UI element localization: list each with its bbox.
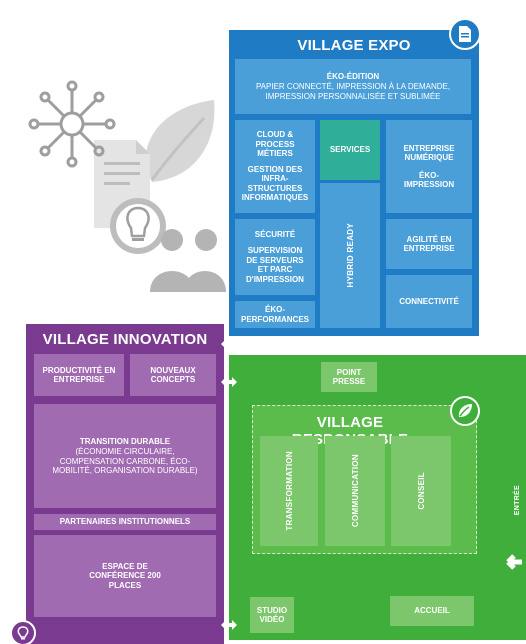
lightbulb-badge[interactable] (10, 620, 36, 644)
entree-label-wrap: ENTRÉE (510, 470, 524, 530)
agilite-box[interactable]: AGILITÉ EN ENTREPRISE (386, 219, 472, 269)
lightbulb-icon (17, 626, 29, 640)
entree-arrow-icon (506, 554, 522, 570)
eko-edition-title: ÉKO-ÉDITION (326, 71, 380, 81)
transformation-box[interactable]: TRANSFORMATION (260, 436, 318, 546)
eko-impression-label: ÉKO-IMPRESSION (403, 170, 455, 190)
communication-box[interactable]: COMMUNICATION (325, 436, 385, 546)
village-expo-title: VILLAGE EXPO (297, 37, 411, 54)
securite-label: SÉCURITÉ (254, 229, 296, 239)
cloud-label: CLOUD & PROCESS MÉTIERS (255, 130, 295, 159)
supervision-label: SUPERVISION DE SERVEURS ET PARC D'IMPRES… (246, 246, 304, 284)
eko-edition-text: PAPIER CONNECTÉ, IMPRESSION À LA DEMANDE… (255, 82, 451, 101)
connectivite-box[interactable]: CONNECTIVITÉ (386, 275, 472, 328)
illustration (28, 78, 226, 292)
transformation-label: TRANSFORMATION (284, 451, 294, 531)
village-innovation-title: VILLAGE INNOVATION (42, 331, 208, 348)
transition-text: (ÉCONOMIE CIRCULAIRE, COMPENSATION CARBO… (52, 447, 198, 475)
securite-box[interactable]: SÉCURITÉ SUPERVISION DE SERVEURS ET PARC… (235, 219, 315, 295)
hybrid-ready-label: HYBRID READY (345, 223, 355, 288)
studio-video-box[interactable]: STUDIO VIDÉO (250, 597, 294, 633)
services-box[interactable]: SERVICES (320, 120, 380, 180)
productivite-box[interactable]: PRODUCTIVITÉ EN ENTREPRISE (34, 354, 124, 396)
leaf-badge[interactable] (450, 396, 480, 426)
document-icon (459, 26, 471, 42)
agilite-label: AGILITÉ EN ENTREPRISE (403, 234, 455, 254)
transition-durable-box[interactable]: TRANSITION DURABLE (ÉCONOMIE CIRCULAIRE,… (34, 404, 216, 508)
leaf-icon (145, 100, 215, 182)
accueil-box[interactable]: ACCUEIL (390, 596, 474, 626)
point-presse-box[interactable]: POINT PRESSE (321, 362, 377, 392)
people-icon (150, 229, 226, 292)
transition-title: TRANSITION DURABLE (79, 436, 171, 446)
gestion-label: GESTION DES INFRA-STRUCTURES INFORMATIQU… (241, 164, 309, 203)
nouveaux-concepts-box[interactable]: NOUVEAUX CONCEPTS (130, 354, 216, 396)
entree-label: ENTRÉE (513, 484, 521, 516)
eko-performances-label: ÉKO-PERFORMANCES (240, 305, 309, 324)
network-icon (28, 80, 116, 168)
double-arrow-icon (221, 339, 237, 349)
conference-box[interactable]: ESPACE DE CONFÉRENCE 200 PLACES (34, 535, 216, 617)
entreprise-numerique-label: ENTREPRISE NUMÉRIQUE (403, 143, 455, 163)
cloud-box[interactable]: CLOUD & PROCESS MÉTIERS GESTION DES INFR… (235, 120, 315, 213)
hybrid-ready-box[interactable]: HYBRID READY (320, 183, 380, 328)
double-arrow-icon (221, 620, 237, 630)
partenaires-box[interactable]: PARTENAIRES INSTITUTIONNELS (34, 514, 216, 530)
eko-performances-box[interactable]: ÉKO-PERFORMANCES (235, 301, 315, 328)
document-badge[interactable] (449, 18, 481, 50)
eko-edition[interactable]: ÉKO-ÉDITION PAPIER CONNECTÉ, IMPRESSION … (235, 59, 471, 114)
conseil-label: CONSEIL (416, 472, 426, 510)
communication-label: COMMUNICATION (350, 454, 360, 528)
double-arrow-icon (221, 377, 237, 387)
conseil-box[interactable]: CONSEIL (391, 436, 451, 546)
connectivite-label: CONNECTIVITÉ (399, 296, 459, 306)
entreprise-numerique-box[interactable]: ENTREPRISE NUMÉRIQUE ÉKO-IMPRESSION (386, 120, 472, 213)
leaf-icon (458, 404, 472, 417)
lightbulb-icon (110, 198, 166, 254)
